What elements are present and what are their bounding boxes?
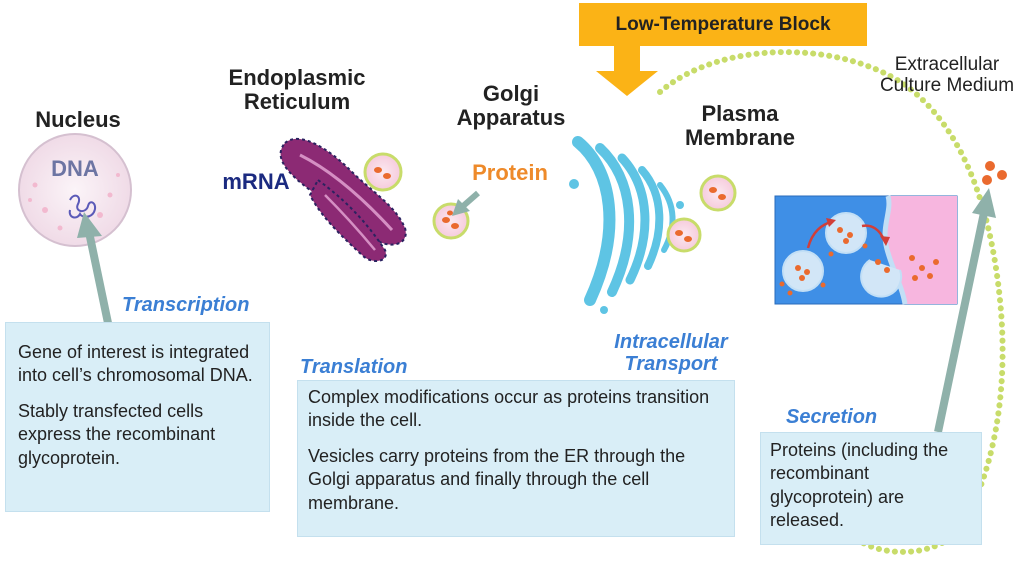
translation-text-1: Complex modifications occur as proteins … bbox=[308, 387, 710, 431]
extracellular-medium-label: Extracellular Culture Medium bbox=[879, 54, 1015, 96]
secretion-info-box: Proteins (including the recombinant glyc… bbox=[760, 432, 982, 545]
vesicle-icon bbox=[666, 217, 702, 253]
secreted-protein-dots bbox=[982, 161, 1007, 185]
dna-label: DNA bbox=[51, 156, 99, 181]
mrna-label: mRNA bbox=[222, 169, 290, 194]
transcription-info-box: Gene of interest is integrated into cell… bbox=[5, 322, 270, 512]
transcription-text-2: Stably transfected cells express the rec… bbox=[18, 400, 216, 468]
vesicle-icon bbox=[363, 152, 403, 192]
secretion-text-1: Proteins (including the recombinant glyc… bbox=[770, 440, 949, 531]
endoplasmic-reticulum-icon bbox=[279, 137, 407, 262]
exocytosis-panel bbox=[774, 195, 958, 305]
plasma-membrane-label: Plasma Membrane bbox=[684, 101, 796, 150]
secretion-arrow bbox=[934, 188, 996, 433]
intracellular-transport-step-title: Intracellular Transport bbox=[614, 331, 728, 375]
secretion-step-title: Secretion bbox=[786, 406, 878, 428]
low-temperature-block-banner: Low-Temperature Block bbox=[579, 3, 867, 46]
low-temperature-block-arrow bbox=[596, 44, 658, 96]
transcription-text-1: Gene of interest is integrated into cell… bbox=[18, 342, 253, 386]
translation-step-title: Translation bbox=[300, 356, 408, 378]
endoplasmic-reticulum-label: Endoplasmic Reticulum bbox=[228, 65, 366, 114]
golgi-apparatus-icon bbox=[569, 136, 684, 314]
dna-coil-icon bbox=[68, 194, 97, 219]
nucleus-label: Nucleus bbox=[35, 107, 121, 132]
transcription-arrow bbox=[77, 212, 112, 324]
vesicle-icon bbox=[699, 174, 737, 212]
golgi-apparatus-label: Golgi Apparatus bbox=[456, 81, 566, 130]
protein-label: Protein bbox=[472, 160, 548, 185]
protein-pointer-arrow bbox=[452, 190, 480, 216]
translation-info-box: Complex modifications occur as proteins … bbox=[297, 380, 735, 537]
nucleus-icon bbox=[18, 133, 132, 247]
transcription-step-title: Transcription bbox=[122, 294, 250, 316]
translation-text-2: Vesicles carry proteins from the ER thro… bbox=[308, 445, 686, 513]
